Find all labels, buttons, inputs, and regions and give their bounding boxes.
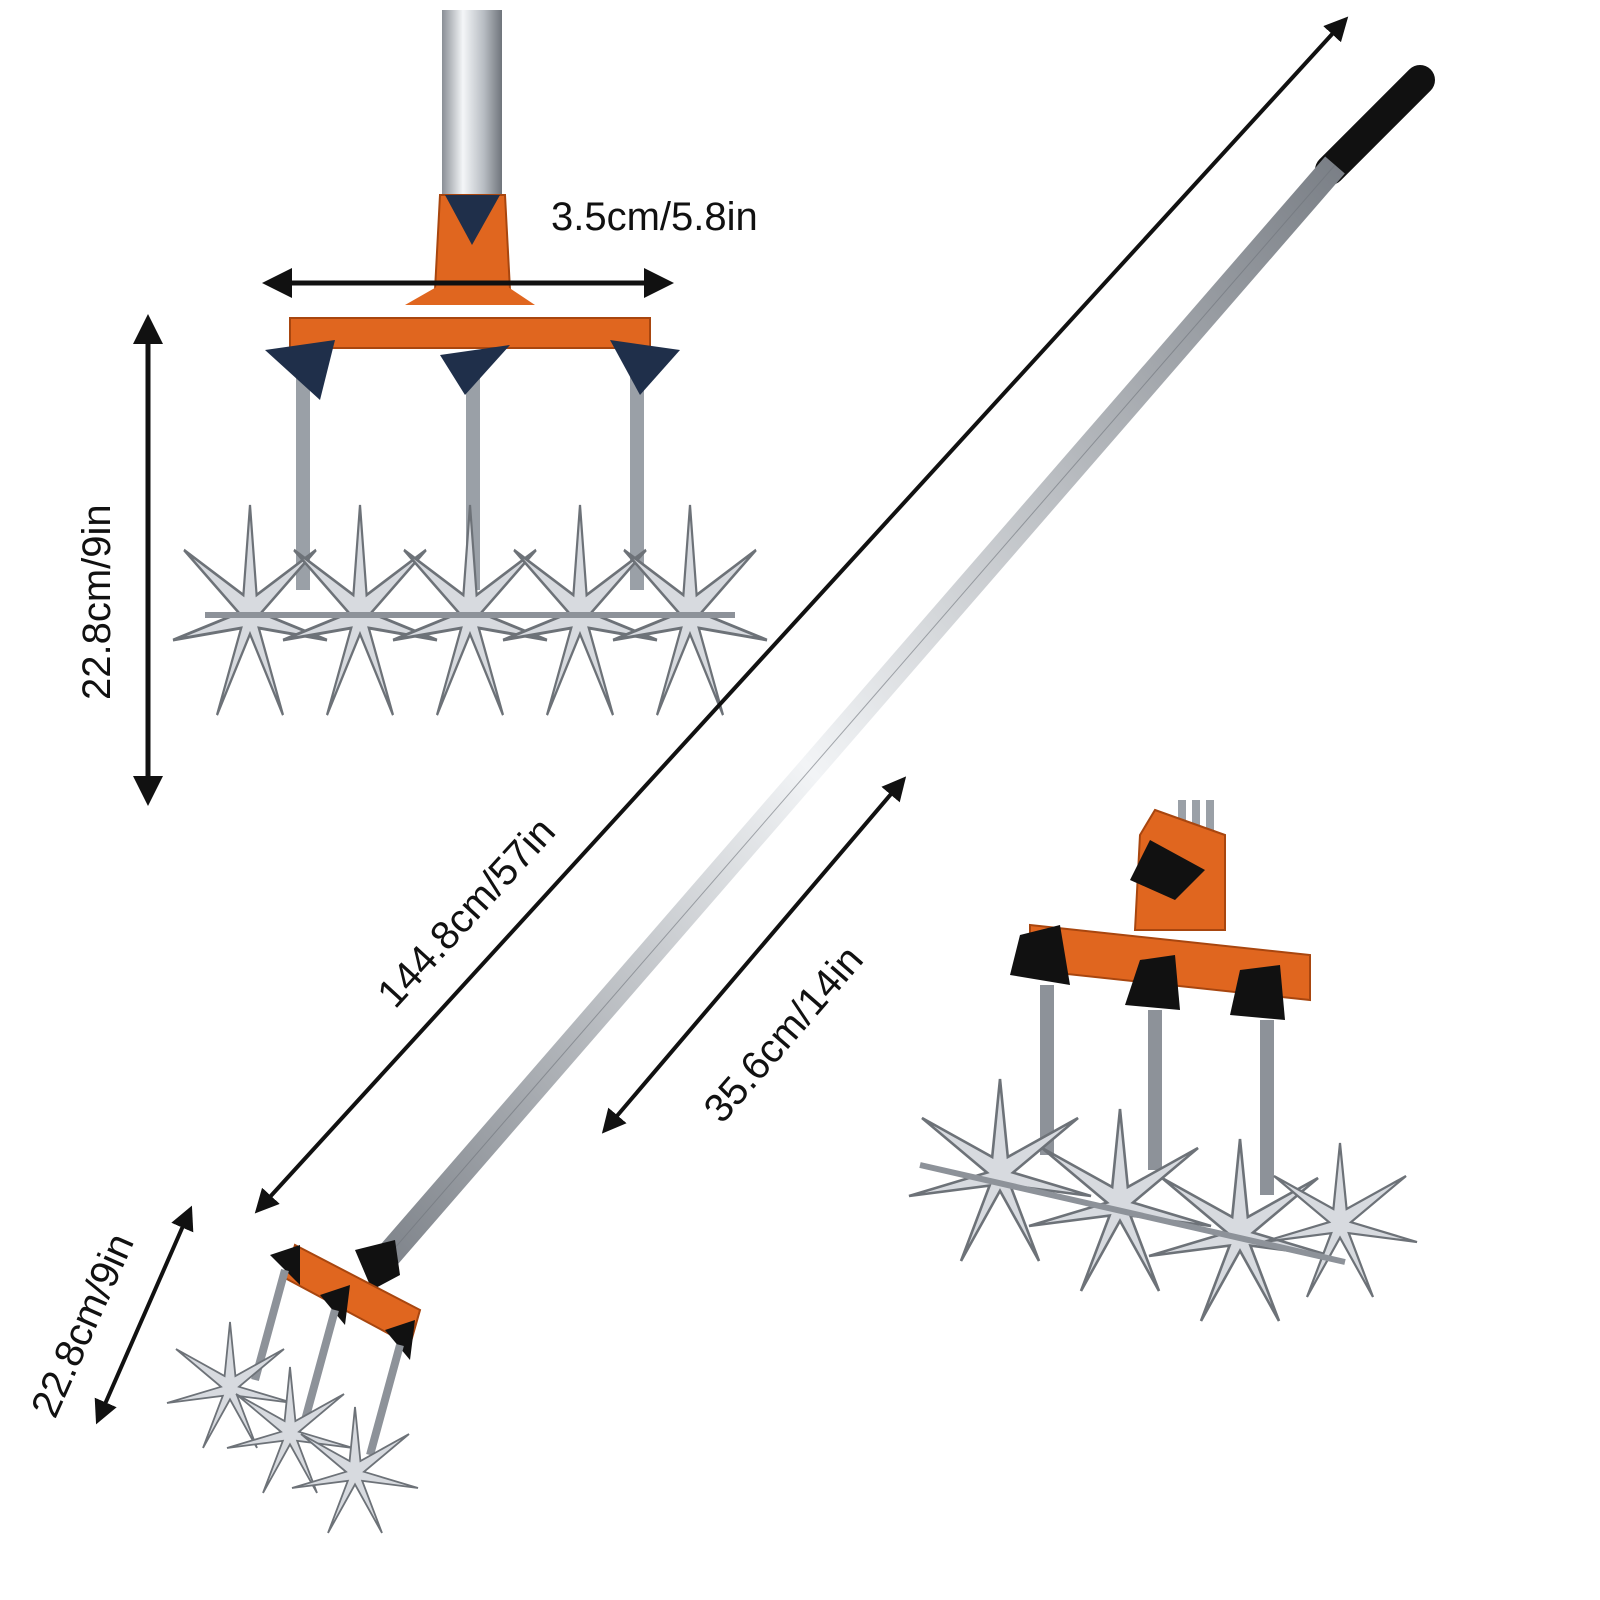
handle-grip [1315,65,1435,185]
head-length-arrow [601,776,907,1134]
tine-cap-icon [1010,925,1070,985]
top-head-view [171,10,769,717]
neck-cap-icon [1130,840,1205,900]
total-length-label: 144.8cm/57in [369,809,564,1016]
tine-cap-icon [320,1285,350,1325]
total-length-arrow [254,16,1349,1214]
head-height-label: 22.8cm/9in [75,504,119,700]
tine-post [1040,985,1054,1155]
tine-cap-icon [385,1320,415,1360]
star-tine [391,503,549,717]
right-head-view [907,800,1419,1323]
shaft-collar-icon [355,1240,400,1290]
head-crossbar [289,317,651,349]
tine-cap-icon [610,340,680,395]
star-tine [1261,1141,1419,1299]
full-tool-view [166,65,1435,1534]
star-tine [291,1406,419,1534]
star-tine [166,1321,294,1449]
tine-cap-icon [1125,955,1180,1010]
tine-width-label: 22.8cm/9in [23,1227,143,1424]
tine-cap-icon [1230,965,1285,1020]
head-length-label: 35.6cm/14in [696,938,872,1131]
tine-width-arrow [94,1205,194,1425]
tine-cap-icon [270,1245,300,1285]
tine-post [1260,1020,1274,1195]
head-width-label: 3.5cm/5.8in [551,195,758,239]
star-tine [226,1366,354,1494]
tine-post [1148,1010,1162,1170]
tine-axle [919,1162,1346,1265]
handle-shaft-top [442,10,502,200]
